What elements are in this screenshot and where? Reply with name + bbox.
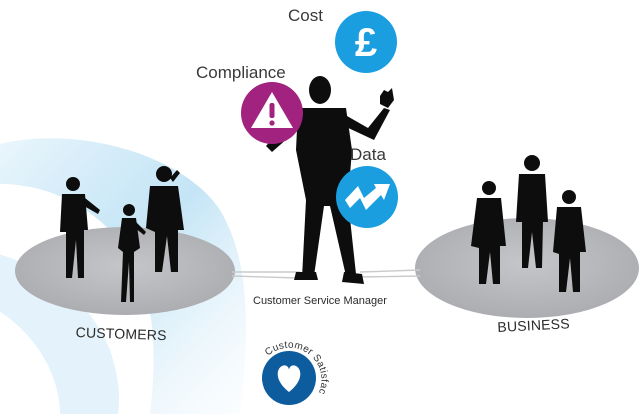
business-people <box>471 155 586 292</box>
heart-icon <box>262 351 316 405</box>
lightning-icon <box>336 166 398 228</box>
cost-label: Cost <box>288 6 323 25</box>
customer-woman <box>118 204 146 302</box>
data-label: Data <box>350 145 386 164</box>
customer-man-left <box>60 177 100 278</box>
customer-man-right <box>146 166 184 272</box>
svg-text:£: £ <box>355 21 377 65</box>
compliance-label: Compliance <box>196 63 286 82</box>
warning-icon <box>241 82 303 144</box>
pound-icon: £ <box>335 11 397 73</box>
business-man-left <box>471 181 506 284</box>
connection-lines <box>231 269 421 279</box>
background-swirl <box>0 138 246 414</box>
business-man-right <box>553 190 586 292</box>
customers-people <box>60 166 184 302</box>
customers-label: CUSTOMERS <box>75 324 167 344</box>
business-woman <box>516 155 548 268</box>
manager-label: Customer Service Manager <box>253 295 387 307</box>
